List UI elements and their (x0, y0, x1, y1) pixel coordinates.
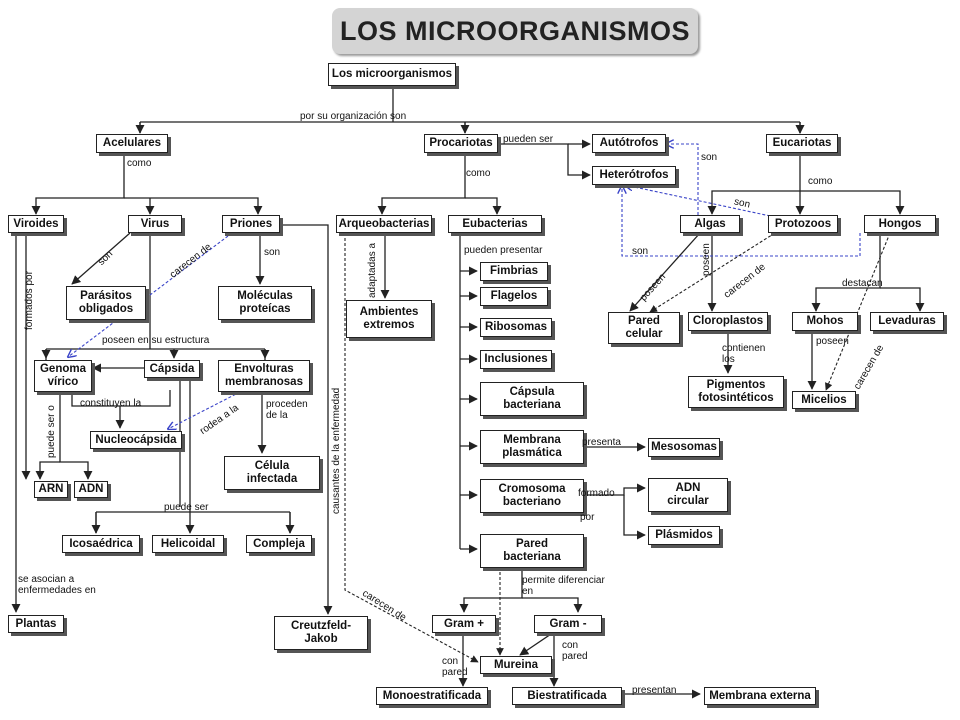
node-pared-bacteriana: Pared bacteriana (480, 534, 584, 568)
label-se-asocian: se asocian a enfermedades en (18, 574, 96, 596)
label-formado: formado (578, 488, 615, 499)
node-envolturas: Envolturas membranosas (218, 360, 310, 392)
node-capsida: Cápsida (144, 360, 200, 378)
node-arqueobacterias: Arqueobacterias (336, 215, 432, 233)
node-helicoidal: Helicoidal (152, 535, 224, 553)
label-destacan: destacan (842, 278, 883, 289)
node-fimbrias: Fimbrias (480, 262, 548, 281)
node-icosaedrica: Icosaédrica (62, 535, 140, 553)
node-plasmidos: Plásmidos (648, 526, 720, 545)
node-adn-circular: ADN circular (648, 478, 728, 512)
node-priones: Priones (222, 215, 280, 233)
label-constituyen-la: constituyen la (80, 398, 142, 409)
node-creutzfeld: Creutzfeld- Jakob (274, 616, 368, 650)
node-mureina: Mureina (480, 656, 552, 674)
page-title: LOS MICROORGANISMOS (339, 16, 690, 46)
label-causantes-enfermedad: causantes de la enfermedad (331, 387, 342, 514)
node-adn: ADN (74, 481, 108, 498)
node-flagelos: Flagelos (480, 287, 548, 306)
node-cloroplastos: Cloroplastos (688, 312, 768, 331)
node-membrana-externa: Membrana externa (704, 687, 816, 705)
node-arn: ARN (34, 481, 68, 498)
node-celula-infectada: Célula infectada (224, 456, 320, 490)
node-genoma: Genoma vírico (34, 360, 92, 392)
node-moleculas: Moléculas proteícas (218, 286, 312, 320)
label-pueden-ser: pueden ser (503, 134, 554, 145)
node-pigmentos: Pigmentos fotosintéticos (688, 376, 784, 408)
label-como-procariotas: como (466, 168, 491, 179)
label-presentan: presentan (632, 685, 677, 696)
label-contienen-los: contienen los (722, 343, 766, 365)
label-adaptadas-a: adaptadas a (367, 242, 378, 298)
node-ambientes: Ambientes extremos (346, 300, 432, 338)
node-cromosoma: Cromosoma bacteriano (480, 479, 584, 513)
label-proceden-de-la: proceden de la (266, 399, 308, 421)
node-eucariotas: Eucariotas (766, 134, 838, 153)
node-hongos: Hongos (864, 215, 936, 233)
node-mesosomas: Mesosomas (648, 438, 720, 457)
label-poseen-mohos: poseen (816, 336, 849, 347)
label-permite-diferenciar: permite diferenciar en (522, 575, 605, 597)
label-por-su-organizacion: por su organización son (300, 111, 407, 122)
node-virus: Virus (128, 215, 182, 233)
node-compleja: Compleja (246, 535, 312, 553)
label-son-algas: son (632, 246, 649, 257)
label-poseen-algas-vertical: poseen (701, 243, 712, 276)
label-con-pared-gram-neg: con pared (562, 640, 588, 662)
node-parasitos: Parásitos obligados (66, 286, 146, 320)
node-gram-pos: Gram + (432, 615, 496, 633)
node-mohos: Mohos (792, 312, 858, 331)
node-membrana-plasmatica: Membrana plasmática (480, 430, 584, 464)
node-gram-neg: Gram - (534, 615, 602, 633)
node-viroides: Viroides (8, 215, 64, 233)
node-monoestratificada: Monoestratificada (376, 687, 488, 705)
label-son-priones: son (264, 247, 281, 258)
label-presenta: presenta (582, 437, 621, 448)
node-ribosomas: Ribosomas (480, 318, 552, 337)
label-puede-ser-capsida: puede ser (164, 502, 209, 513)
label-por: por (580, 512, 595, 523)
node-procariotas: Procariotas (424, 134, 498, 153)
node-heterotrofos: Heterótrofos (592, 166, 676, 185)
node-algas: Algas (680, 215, 740, 233)
label-como-acelulares: como (127, 158, 152, 169)
node-nucleocapsida: Nucleocápsida (90, 431, 182, 449)
node-capsula-bacteriana: Cápsula bacteriana (480, 382, 584, 416)
label-puede-ser-o: puede ser o (46, 405, 57, 458)
node-levaduras: Levaduras (870, 312, 944, 331)
node-microorganismos: Los microorganismos (328, 63, 456, 86)
node-biestratificada: Biestratificada (512, 687, 622, 705)
label-poseen-en-su-estructura: poseen en su estructura (102, 335, 210, 346)
label-con-pared-gram-pos: con pared (442, 656, 468, 678)
node-inclusiones: Inclusiones (480, 350, 552, 369)
label-formados-por: formados por (24, 271, 35, 330)
node-eubacterias: Eubacterias (448, 215, 542, 233)
node-protozoos: Protozoos (768, 215, 838, 233)
node-pared-celular: Pared celular (608, 312, 680, 344)
label-pueden-presentar: pueden presentar (464, 245, 543, 256)
node-autotrofos: Autótrofos (592, 134, 666, 153)
node-acelulares: Acelulares (96, 134, 168, 153)
label-como-eucariotas: como (808, 176, 833, 187)
node-micelios: Micelios (792, 391, 856, 409)
label-son-autotrofos: son (701, 152, 718, 163)
node-plantas: Plantas (8, 615, 64, 633)
title-badge: LOS MICROORGANISMOS (332, 8, 698, 54)
